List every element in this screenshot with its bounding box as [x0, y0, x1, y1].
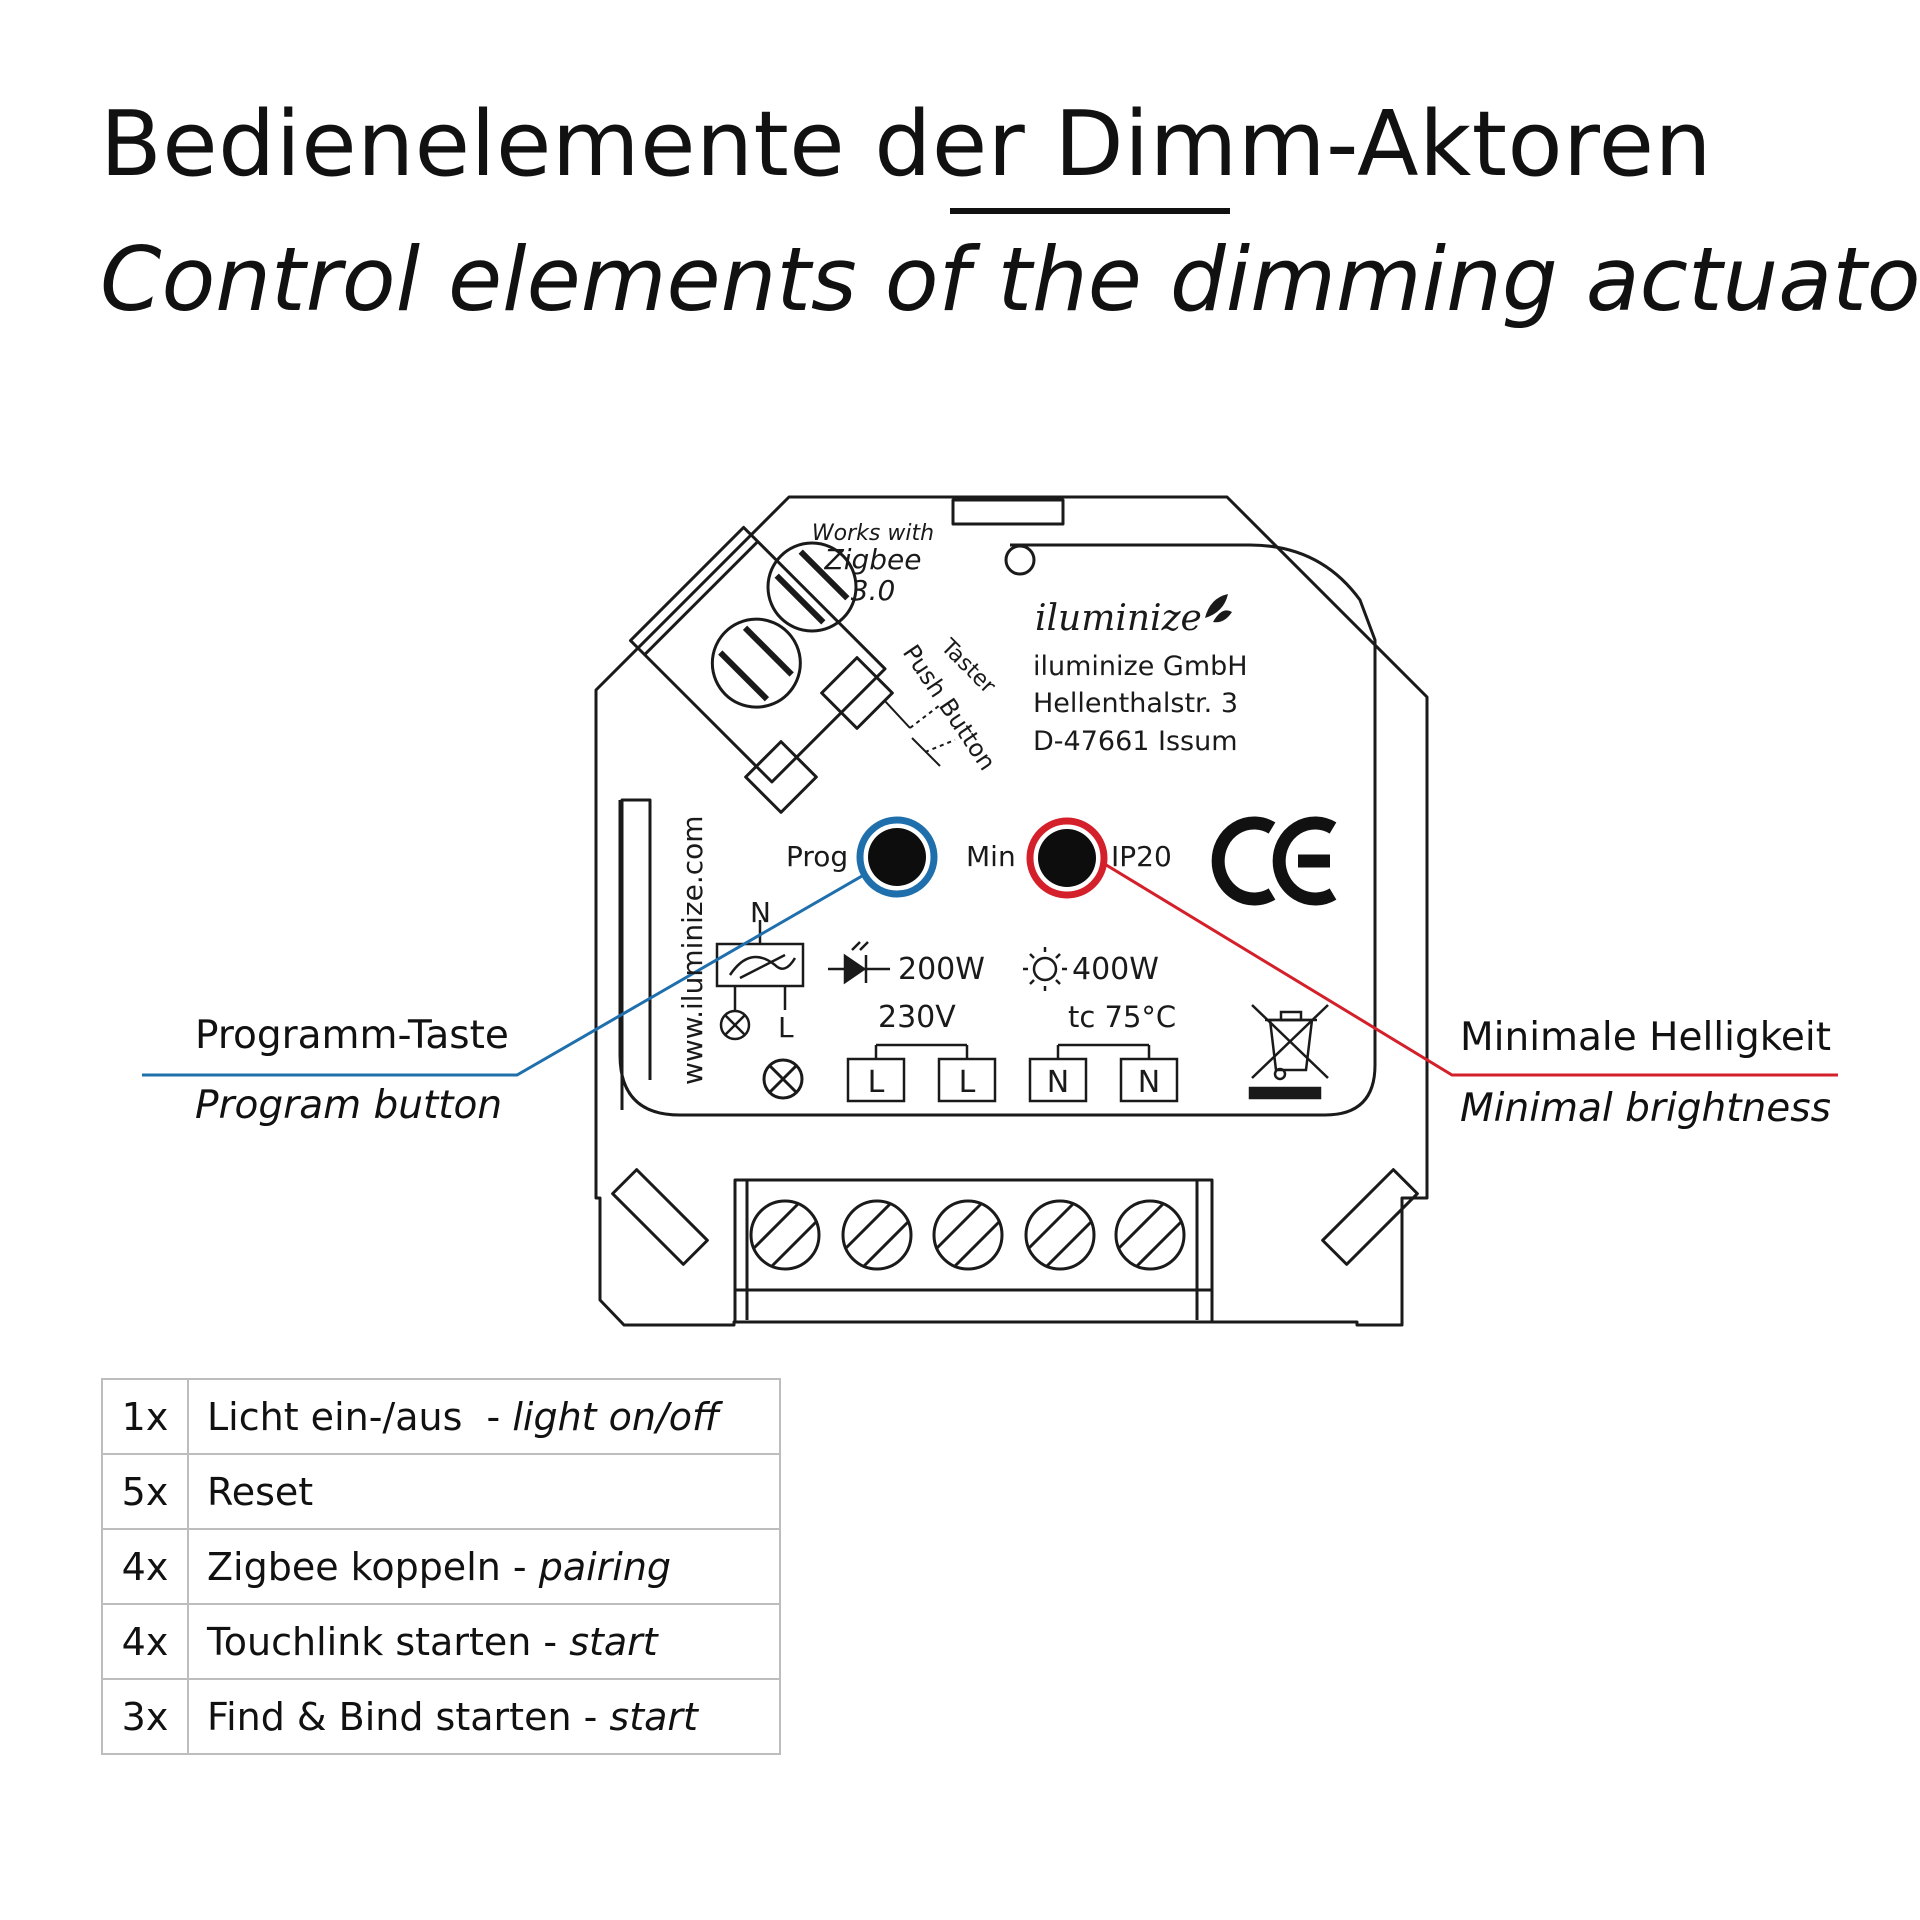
works-with-text: Works with — [812, 521, 934, 546]
terminal-label-2: L — [959, 1065, 976, 1100]
top-tab — [951, 498, 1065, 526]
ce-mark-icon — [1211, 816, 1337, 906]
operation-text-de: Touchlink starten - — [207, 1619, 570, 1664]
website-text: www.iluminize.com — [676, 815, 709, 1085]
lamp-symbol — [762, 1058, 804, 1100]
press-count: 5x — [101, 1453, 189, 1530]
corner-slot-right — [1321, 1168, 1419, 1266]
operation-description: Touchlink starten - start — [188, 1603, 781, 1680]
led-window — [1004, 544, 1036, 576]
voltage-text: 230V — [878, 1000, 956, 1035]
terminal-label-boxes — [846, 1043, 1179, 1103]
min-brightness-label-en: Minimal brightness — [1460, 1086, 1831, 1131]
program-button-label-de: Programm-Taste — [195, 1013, 509, 1058]
led-symbol-icon — [828, 941, 890, 985]
min-brightness-label-de: Minimale Helligkeit — [1460, 1015, 1832, 1060]
neutral-label: N — [750, 896, 771, 929]
operation-description: Find & Bind starten - start — [188, 1678, 781, 1755]
push-button-terminal — [628, 525, 887, 784]
operation-text-en: light on/off — [512, 1394, 720, 1439]
operation-text-de: Zigbee koppeln - — [207, 1544, 539, 1589]
page-subtitle: Control elements of the dimming actuator… — [100, 228, 1920, 331]
main-terminal-block — [733, 1178, 1214, 1324]
driver-symbol — [715, 920, 805, 1041]
live-label: L — [778, 1011, 794, 1044]
contact-pad-1 — [744, 740, 818, 814]
corner-slot-left — [611, 1168, 709, 1266]
press-count: 3x — [101, 1678, 189, 1755]
temperature-text: tc 75°C — [1068, 1000, 1176, 1034]
operation-text-de: Licht ein-/aus - — [207, 1394, 513, 1439]
company-street: Hellenthalstr. 3 — [1033, 688, 1238, 719]
min-callout-line — [1097, 858, 1838, 1077]
terminal-label-1: L — [868, 1065, 885, 1100]
company-name: iluminize GmbH — [1033, 651, 1248, 682]
program-button-label-en: Program button — [195, 1083, 503, 1128]
led-power: 200W — [898, 952, 985, 987]
terminal-label-4: N — [1138, 1065, 1160, 1100]
terminal-screw-5 — [1114, 1199, 1186, 1271]
zigbee-version-text: 3.0 — [851, 574, 896, 607]
min-button[interactable] — [1026, 817, 1108, 899]
terminal-screw-1 — [749, 1199, 821, 1271]
press-count: 4x — [101, 1603, 189, 1680]
terminal-screw-2 — [841, 1199, 913, 1271]
page-title: Bedienelemente der Dimm-Aktoren — [100, 92, 1712, 197]
operation-text-en: start — [569, 1619, 658, 1664]
lamp-power: 400W — [1072, 952, 1159, 987]
press-count: 1x — [101, 1378, 189, 1455]
operation-text-de: Find & Bind starten - — [207, 1694, 610, 1739]
operation-text-de: Reset — [207, 1469, 314, 1514]
brand-logo: iluminize — [1035, 598, 1202, 639]
prog-callout-line — [142, 855, 896, 1077]
left-slot — [620, 798, 652, 1110]
screw-2 — [766, 541, 858, 633]
terminal-screw-3 — [932, 1199, 1004, 1271]
screw-1 — [710, 617, 802, 709]
contact-pad-2 — [820, 656, 894, 730]
min-label: Min — [966, 840, 1016, 873]
table-row: 5x Reset — [101, 1453, 781, 1530]
press-count: 4x — [101, 1528, 189, 1605]
weee-bin-icon — [1248, 1004, 1329, 1100]
housing-outline — [594, 495, 1429, 1327]
operation-description: Reset — [188, 1453, 781, 1530]
terminal-screw-4 — [1024, 1199, 1096, 1271]
inner-panel — [618, 543, 1377, 1117]
company-city: D-47661 Issum — [1033, 726, 1238, 757]
operation-description: Zigbee koppeln - pairing — [188, 1528, 781, 1605]
title-underline — [950, 208, 1230, 214]
operation-text-en: pairing — [538, 1544, 672, 1589]
prog-label: Prog — [786, 840, 848, 873]
push-button-symbol — [883, 699, 956, 767]
brand-leaf-icon — [1205, 594, 1232, 623]
operation-text-en: start — [609, 1694, 698, 1739]
bulb-symbol-icon — [1023, 947, 1067, 991]
terminal-label-3: N — [1047, 1065, 1069, 1100]
ip-rating: IP20 — [1111, 840, 1172, 873]
prog-button[interactable] — [856, 816, 938, 898]
zigbee-text: Zigbee — [824, 543, 922, 576]
operation-description: Licht ein-/aus - light on/off — [188, 1378, 781, 1455]
bottom-screws — [749, 1199, 1186, 1271]
